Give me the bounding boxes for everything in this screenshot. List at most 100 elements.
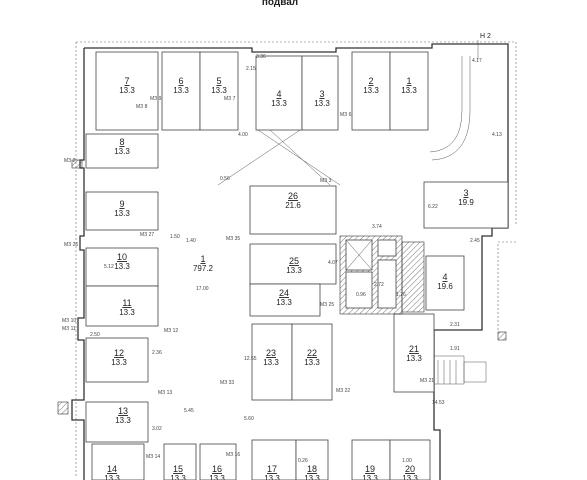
dimension-label: 1.91 xyxy=(450,346,460,352)
room-12[interactable] xyxy=(85,337,149,383)
room-number: 19 xyxy=(365,464,375,474)
room-number: 1 xyxy=(406,76,411,86)
room-number: 25 xyxy=(289,256,299,266)
room-area: 13.3 xyxy=(104,474,120,480)
room-number: 22 xyxy=(307,348,317,358)
dimension-label: 1.00 xyxy=(402,458,412,464)
room-number: 2 xyxy=(368,76,373,86)
room-area: 13.3 xyxy=(264,474,280,480)
room-number: 15 xyxy=(173,464,183,474)
room-number: 4 xyxy=(276,89,281,99)
meter-tag: МЗ 13 xyxy=(158,390,172,396)
columns xyxy=(57,159,507,415)
room-3-right[interactable] xyxy=(423,181,509,229)
room-area: 13.3 xyxy=(362,474,378,480)
outer-boundary xyxy=(75,41,517,478)
room-area: 13.3 xyxy=(114,147,130,156)
meter-tag: МЗ 27 xyxy=(140,232,154,238)
room-area: 21.6 xyxy=(285,201,301,210)
room-area: 13.3 xyxy=(263,358,279,367)
room-number: 18 xyxy=(307,464,317,474)
right-stair xyxy=(433,355,487,385)
room-11[interactable] xyxy=(85,285,159,327)
meter-tag: МЗ 8 xyxy=(136,104,148,110)
room-area: 13.3 xyxy=(402,474,418,480)
room-17[interactable] xyxy=(251,439,297,480)
room-number: 11 xyxy=(122,298,131,308)
room-7[interactable] xyxy=(95,51,159,131)
room-21[interactable] xyxy=(393,313,435,393)
meter-tag: МЗ 7 xyxy=(224,96,236,102)
room-15[interactable] xyxy=(163,443,197,480)
dimension-label: 6.22 xyxy=(428,204,438,210)
dimension-label: 0.96 xyxy=(356,292,366,298)
meter-tag: МЗ 12 xyxy=(164,328,178,334)
dimension-label: 4.13 xyxy=(492,132,502,138)
dimension-label: 3.74 xyxy=(372,224,382,230)
room-number: 4 xyxy=(442,272,447,282)
plan-title: подвал xyxy=(262,0,298,8)
svg-text:Н 2: Н 2 xyxy=(480,33,491,40)
dimension-label: 2.36 xyxy=(152,350,162,356)
dimension-label: 17.00 xyxy=(196,286,209,292)
room-1[interactable] xyxy=(389,51,429,131)
room-18[interactable] xyxy=(295,439,329,480)
dimension-label: 2.15 xyxy=(246,66,256,72)
room-16[interactable] xyxy=(199,443,237,480)
room-14[interactable] xyxy=(91,443,145,480)
room-24[interactable] xyxy=(249,283,321,317)
room-4-right[interactable] xyxy=(425,255,465,311)
meter-tag: МЗ 6 xyxy=(340,112,352,118)
room-8[interactable] xyxy=(85,133,159,169)
meter-tag: МЗ 11 xyxy=(62,326,76,332)
room-number: 24 xyxy=(279,288,289,298)
room-area: 13.3 xyxy=(209,474,225,480)
room-area: 13.3 xyxy=(170,474,186,480)
room-area: 13.3 xyxy=(363,86,379,95)
room-area: 13.3 xyxy=(286,266,302,275)
room-area: 13.3 xyxy=(119,308,135,317)
room-area: 13.3 xyxy=(304,474,320,480)
room-number: 14 xyxy=(107,464,117,474)
room-area: 13.3 xyxy=(406,354,422,363)
elevator-core xyxy=(339,235,425,315)
room-10[interactable] xyxy=(85,247,159,287)
room-13[interactable] xyxy=(85,401,149,443)
room-3[interactable] xyxy=(301,55,339,131)
room-26[interactable] xyxy=(249,185,337,235)
room-number: 7 xyxy=(124,76,129,86)
room-area: 19.9 xyxy=(458,198,474,207)
room-22[interactable] xyxy=(291,323,333,401)
dimension-label: 4.00 xyxy=(238,132,248,138)
room-5[interactable] xyxy=(199,51,239,131)
room-area: 13.3 xyxy=(173,86,189,95)
room-6[interactable] xyxy=(161,51,201,131)
room-19[interactable] xyxy=(351,439,391,480)
dimension-label: 4.07 xyxy=(328,260,338,266)
room-area: 13.3 xyxy=(271,99,287,108)
dimension-label: 2.31 xyxy=(450,322,460,328)
dimension-label: 0.26 xyxy=(298,458,308,464)
room-2[interactable] xyxy=(351,51,391,131)
meter-tag: МЗ 21 xyxy=(420,378,434,384)
meter-tag: МЗ 26 xyxy=(64,242,78,248)
room-number: 3 xyxy=(463,188,468,198)
room-number: 6 xyxy=(178,76,183,86)
meter-tag: МЗ 16 xyxy=(226,452,240,458)
meter-tag: МЗ 10 xyxy=(62,318,76,324)
room-number: 3 xyxy=(319,89,324,99)
room-4[interactable] xyxy=(255,55,303,131)
room-area: 13.3 xyxy=(304,358,320,367)
room-9[interactable] xyxy=(85,191,159,231)
room-20[interactable] xyxy=(389,439,431,480)
axis-marker: Н 2 xyxy=(477,33,491,60)
dimension-label: 2.72 xyxy=(374,282,384,288)
meter-tag: МЗ 33 xyxy=(220,380,234,386)
room-number: 12 xyxy=(114,348,124,358)
dimension-label: 12.55 xyxy=(244,356,257,362)
dimension-label: 3.36 xyxy=(256,54,266,60)
room-area: 13.3 xyxy=(115,416,131,425)
dimension-label: 5.45 xyxy=(184,408,194,414)
